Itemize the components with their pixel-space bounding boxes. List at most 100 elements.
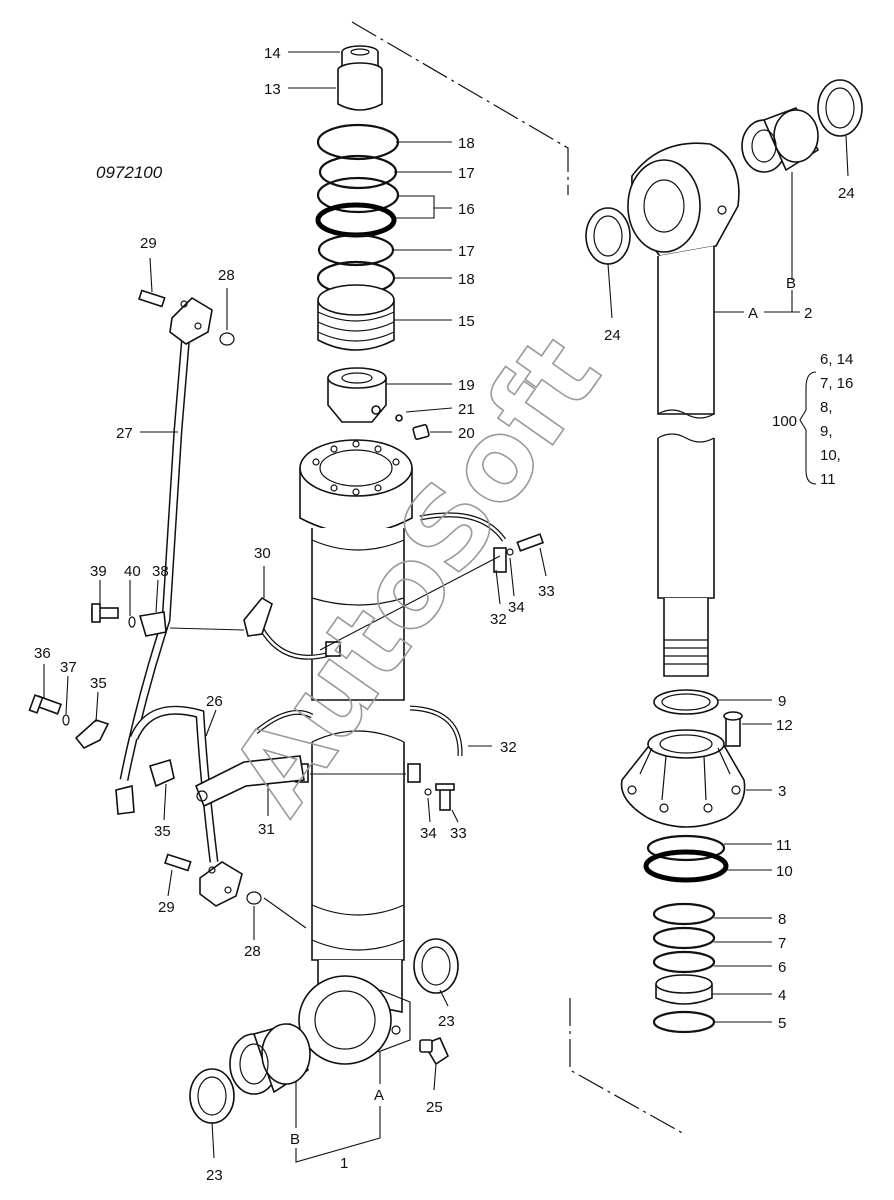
callout-b: B <box>786 275 796 292</box>
backup-ring-9 <box>653 689 719 715</box>
drawing-code: 0972100 <box>96 163 163 182</box>
callout-13: 13 <box>264 81 281 98</box>
o-ring-28-top <box>219 332 235 346</box>
callout-32: 32 <box>500 739 517 756</box>
callout-11: 11 <box>776 837 792 854</box>
callout-3: 3 <box>778 783 786 800</box>
callout-2: 2 <box>804 305 812 322</box>
callout-26: 26 <box>206 693 223 710</box>
callout-33: 33 <box>450 825 467 842</box>
callout-32: 32 <box>490 611 507 628</box>
callout-5: 5 <box>778 1015 786 1032</box>
set-screw-20 <box>412 424 430 440</box>
kit-item: 6, 14 <box>820 351 853 368</box>
callout-25: 25 <box>426 1099 443 1116</box>
callout-24: 24 <box>604 327 621 344</box>
o-ring-28-bottom <box>246 891 262 905</box>
callout-6: 6 <box>778 959 786 976</box>
callout-30: 30 <box>254 545 271 562</box>
dust-seal-24-right <box>817 79 863 137</box>
callout-35: 35 <box>90 675 107 692</box>
bracket-30 <box>243 596 273 637</box>
pin-bushing-b-left <box>229 1023 311 1095</box>
callout-19: 19 <box>458 377 475 394</box>
bolt-33-lower <box>435 783 455 811</box>
callout-18: 18 <box>458 271 475 288</box>
callout-33: 33 <box>538 583 555 600</box>
callout-16: 16 <box>458 201 475 218</box>
grease-fitting-25 <box>419 1036 450 1066</box>
flange-29-bottom <box>164 853 243 907</box>
assembly-guide-lines <box>351 21 687 1136</box>
kit-list: 100 6, 14 7, 16 8, 9, 10, 11 <box>772 351 853 488</box>
rod-cover-3 <box>620 729 746 828</box>
callout-38: 38 <box>152 563 169 580</box>
bolt-36 <box>28 694 63 715</box>
washer-34-lower <box>424 788 432 796</box>
kit-item: 8, <box>820 399 833 416</box>
piston-rod-2 <box>627 142 740 677</box>
washer-37 <box>62 714 70 726</box>
o-ring-10 <box>643 849 729 883</box>
bushing-13-14 <box>337 45 383 111</box>
cylinder-tube-1 <box>298 439 413 1065</box>
callout-35: 35 <box>154 823 171 840</box>
callout-24: 24 <box>838 185 855 202</box>
callout-29: 29 <box>140 235 157 252</box>
kit-item: 7, 16 <box>820 375 853 392</box>
callout-17: 17 <box>458 243 475 260</box>
seal-stack-15-18 <box>315 123 400 351</box>
callout-1: 1 <box>340 1155 348 1172</box>
backup-ring-11 <box>646 834 726 862</box>
washer-34-upper <box>506 548 514 556</box>
pin-bushing-b-right <box>741 107 820 173</box>
socket-bolt-12 <box>723 711 743 747</box>
steel-ball-21 <box>395 414 403 422</box>
leader-lines <box>43 51 849 1163</box>
washer-40 <box>128 616 136 628</box>
callout-39: 39 <box>90 563 107 580</box>
rod-seal-stack-4-8 <box>652 902 716 1034</box>
dust-seal-23-right <box>413 938 459 994</box>
callout-8: 8 <box>778 911 786 928</box>
callout-34: 34 <box>420 825 437 842</box>
flange-29-top <box>138 289 213 345</box>
hydraulic-pipe-27 <box>115 333 219 863</box>
callout-10: 10 <box>776 863 793 880</box>
bolt-39 <box>91 603 119 623</box>
callout-31: 31 <box>258 821 275 838</box>
callout-9: 9 <box>778 693 786 710</box>
callout-28: 28 <box>244 943 261 960</box>
callout-labels: 14 13 18 17 16 17 18 15 19 21 20 29 28 2… <box>34 45 855 1184</box>
clip-35-upper <box>74 719 110 750</box>
watermark-text: AutoSoft <box>206 314 625 835</box>
piston-nut-19 <box>327 367 387 423</box>
callout-18: 18 <box>458 135 475 152</box>
callout-7: 7 <box>778 935 786 952</box>
callout-34: 34 <box>508 599 525 616</box>
callout-20: 20 <box>458 425 475 442</box>
dust-seal-23-left <box>189 1068 235 1124</box>
callout-40: 40 <box>124 563 141 580</box>
clip-38 <box>138 611 167 637</box>
bolt-33-upper <box>516 533 545 552</box>
callout-14: 14 <box>264 45 281 62</box>
callout-23: 23 <box>206 1167 223 1184</box>
kit-item: 11 <box>820 471 836 488</box>
callout-28: 28 <box>218 267 235 284</box>
callout-21: 21 <box>458 401 475 418</box>
kit-item: 10, <box>820 447 841 464</box>
callout-36: 36 <box>34 645 51 662</box>
dust-seal-24-left <box>585 207 631 265</box>
callout-23: 23 <box>438 1013 455 1030</box>
callout-4: 4 <box>778 987 786 1004</box>
kit-number: 100 <box>772 413 797 430</box>
callout-a: A <box>374 1087 384 1104</box>
kit-item: 9, <box>820 423 833 440</box>
callout-a: A <box>748 305 758 322</box>
callout-27: 27 <box>116 425 133 442</box>
callout-b: B <box>290 1131 300 1148</box>
callout-29: 29 <box>158 899 175 916</box>
callout-12: 12 <box>776 717 793 734</box>
